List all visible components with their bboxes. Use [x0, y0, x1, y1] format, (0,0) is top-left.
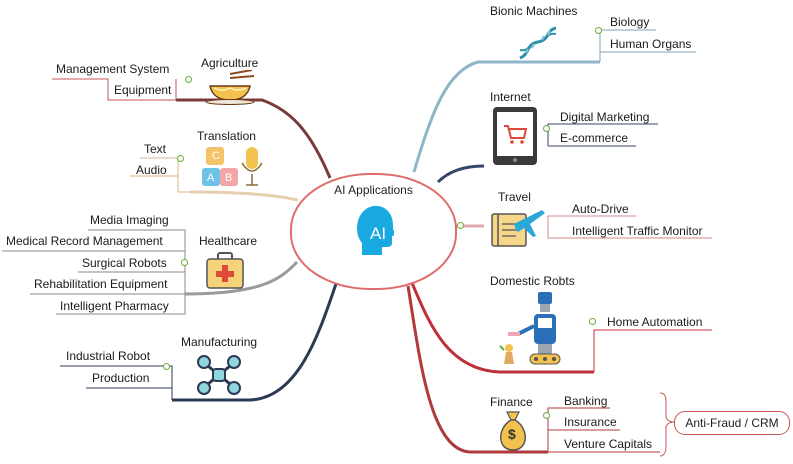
travel-item-auto-drive[interactable]: Auto-Drive: [572, 202, 629, 216]
internet-label[interactable]: Internet: [490, 90, 531, 104]
healthcare-label[interactable]: Healthcare: [199, 234, 258, 248]
link-manufacturing: [172, 277, 340, 402]
agriculture-item-management-system[interactable]: Management System: [56, 62, 170, 76]
ai-head-label: AI: [370, 224, 387, 243]
healthcare-collapse-toggle[interactable]: [181, 259, 188, 266]
link-translation: [189, 190, 299, 202]
drone-icon: [197, 355, 241, 395]
travel-item-intelligent-traffic-monitor[interactable]: Intelligent Traffic Monitor: [572, 224, 703, 238]
travel-label[interactable]: Travel: [498, 190, 531, 204]
microphone-icon: [241, 147, 263, 186]
manufacturing-label[interactable]: Manufacturing: [181, 335, 258, 349]
noodle-bowl-icon: [205, 70, 255, 105]
money-bag-icon: $: [495, 410, 531, 452]
bionic-item-biology[interactable]: Biology: [610, 15, 650, 29]
finance-label[interactable]: Finance: [490, 395, 533, 409]
central-topic-title: AI Applications: [334, 183, 413, 197]
agriculture-collapse-toggle[interactable]: [185, 76, 192, 83]
healthcare-item-intelligent-pharmacy[interactable]: Intelligent Pharmacy: [60, 299, 169, 313]
link-finance: [406, 285, 548, 454]
link-healthcare: [184, 260, 299, 296]
finance-item-venture-capitals[interactable]: Venture Capitals: [564, 437, 653, 451]
airplane-ticket-icon: [491, 210, 545, 247]
home-robot-icon: [499, 292, 561, 365]
internet-item-e-commerce[interactable]: E-commerce: [560, 131, 629, 145]
finance-item-insurance[interactable]: Insurance: [564, 415, 617, 429]
link-domestic: [410, 282, 594, 374]
internet-collapse-toggle[interactable]: [543, 125, 550, 132]
manufacturing-item-industrial-robot[interactable]: Industrial Robot: [66, 349, 151, 363]
healthcare-item-rehabilitation-equipment[interactable]: Rehabilitation Equipment: [34, 277, 168, 291]
agriculture-label[interactable]: Agriculture: [201, 56, 259, 70]
summary-bracket: [659, 392, 675, 457]
translation-item-text[interactable]: Text: [144, 142, 167, 156]
link-bionic: [412, 60, 600, 173]
manufacturing-collapse-toggle[interactable]: [163, 363, 170, 370]
finance-collapse-toggle[interactable]: [543, 412, 550, 419]
healthcare-item-media-imaging[interactable]: Media Imaging: [90, 213, 169, 227]
link-agriculture: [176, 98, 332, 179]
domestic-robots-label[interactable]: Domestic Robts: [490, 274, 575, 288]
central-topic[interactable]: AI Applications AI: [290, 173, 457, 290]
tablet-cart-icon: [493, 107, 537, 165]
translation-item-audio[interactable]: Audio: [136, 163, 167, 177]
agriculture-item-equipment[interactable]: Equipment: [114, 83, 172, 97]
bionic-collapse-toggle[interactable]: [595, 27, 602, 34]
dna-icon: [519, 26, 557, 60]
manufacturing-item-production[interactable]: Production: [92, 371, 150, 385]
translation-label[interactable]: Translation: [197, 129, 256, 143]
translation-blocks-icon: C A B: [202, 147, 270, 189]
healthcare-item-surgical-robots[interactable]: Surgical Robots: [82, 256, 167, 270]
finance-item-banking[interactable]: Banking: [564, 394, 608, 408]
domestic-item-home-automation[interactable]: Home Automation: [607, 315, 703, 329]
internet-item-digital-marketing[interactable]: Digital Marketing: [560, 110, 650, 124]
domestic-collapse-toggle[interactable]: [589, 318, 596, 325]
first-aid-kit-icon: [206, 252, 244, 289]
healthcare-item-medical-record-management[interactable]: Medical Record Management: [6, 234, 163, 248]
bionic-item-human-organs[interactable]: Human Organs: [610, 37, 692, 51]
translation-collapse-toggle[interactable]: [177, 155, 184, 162]
travel-collapse-toggle[interactable]: [457, 222, 464, 229]
link-internet: [436, 164, 485, 184]
finance-summary-box[interactable]: Anti-Fraud / CRM: [674, 411, 790, 435]
ai-head-icon: [357, 205, 394, 255]
finance-summary-label: Anti-Fraud / CRM: [685, 416, 779, 430]
bionic-machines-label[interactable]: Bionic Machines: [490, 4, 578, 18]
